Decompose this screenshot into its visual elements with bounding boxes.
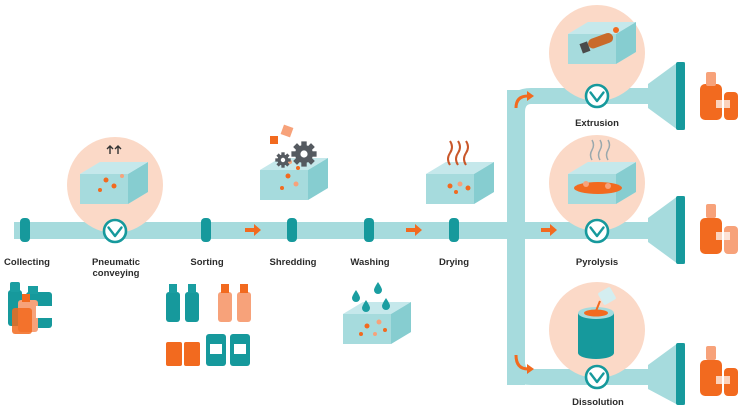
valve-icon — [102, 218, 128, 244]
curved-arrow-icon — [527, 364, 534, 374]
vertical-pipe — [507, 90, 525, 385]
valve-icon — [584, 83, 610, 109]
outlet-funnel-icon — [648, 343, 685, 405]
pipe-joint — [287, 218, 297, 242]
extrusion-tank-icon — [568, 22, 636, 64]
label-pneumatic-conveying: Pneumatic conveying — [91, 257, 141, 279]
label-pyrolysis: Pyrolysis — [575, 257, 619, 268]
main-pipe — [14, 222, 670, 239]
pipe-joint — [201, 218, 211, 242]
valve-icon — [584, 218, 610, 244]
shredding-tank-icon — [260, 158, 328, 200]
valve-icon — [584, 364, 610, 390]
curved-arrow-icon — [514, 354, 529, 371]
bottle-icon — [700, 346, 738, 396]
pipe-joint — [364, 218, 374, 242]
outlet-funnel-icon — [648, 62, 685, 130]
label-shredding: Shredding — [269, 257, 317, 268]
label-collecting: Collecting — [4, 257, 50, 268]
washing-tank-icon — [343, 302, 411, 344]
sorting-bottles — [166, 284, 251, 366]
outlet-funnel-icon — [648, 196, 685, 264]
pyrolysis-tank-icon — [568, 139, 636, 204]
bottle-icon — [700, 204, 738, 254]
droplet-icon — [352, 282, 390, 312]
pipe-joint — [449, 218, 459, 242]
label-washing: Washing — [350, 257, 390, 268]
curved-arrow-icon — [514, 94, 529, 109]
label-sorting: Sorting — [190, 257, 224, 268]
gear-icon — [291, 141, 317, 167]
pipe-joint — [20, 218, 30, 242]
heat-wave-icon — [447, 140, 469, 166]
pneumatic-tank-icon — [80, 145, 148, 204]
output-bottles — [700, 72, 738, 396]
curved-arrow-icon — [527, 91, 534, 101]
label-drying: Drying — [438, 257, 470, 268]
plastic-flake — [280, 124, 294, 138]
collecting-bottles — [8, 282, 52, 334]
gear-icon — [275, 152, 291, 168]
bottle-icon — [700, 72, 738, 120]
plastic-flake — [270, 136, 278, 144]
drying-tank-icon — [426, 162, 494, 204]
label-dissolution: Dissolution — [572, 397, 624, 408]
label-extrusion: Extrusion — [575, 118, 619, 129]
dissolution-vessel-icon — [578, 287, 616, 359]
